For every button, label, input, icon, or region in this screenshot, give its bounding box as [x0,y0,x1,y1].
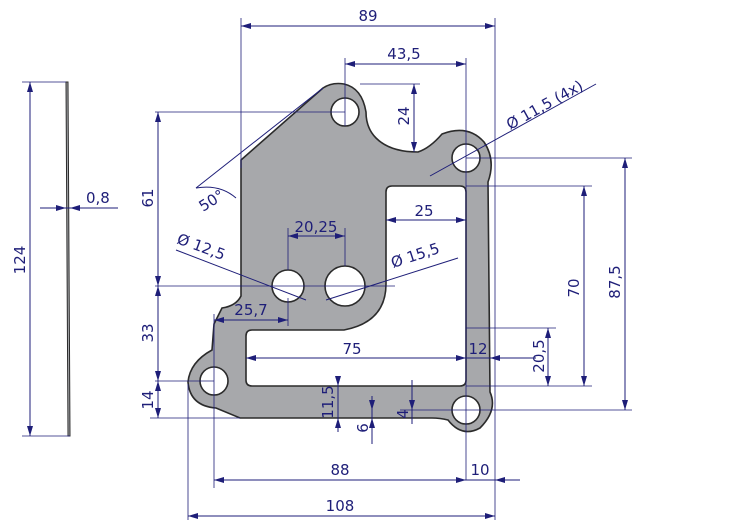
dim-14-label: 14 [139,390,157,409]
arrow [155,286,161,296]
dim-87-5-label: 87,5 [606,265,624,298]
arrow [456,217,466,223]
leader-15-5 [325,257,459,301]
leader-11-5 [429,83,597,177]
dim-43-5-label: 43,5 [387,45,420,63]
arrow [56,205,66,211]
arrow [456,355,466,361]
arrow [241,23,251,29]
arrow [409,400,415,410]
arrow [456,61,466,67]
dim-33-label: 33 [139,323,157,342]
arrow [456,477,466,483]
arrow [335,233,345,239]
dim-6-label: 6 [354,423,372,433]
dim-24-label: 24 [395,106,413,125]
angle-leg [195,87,324,189]
arrow [581,186,587,196]
dim-11-5-label: 11,5 [319,385,337,418]
leader-12-5 [175,249,307,301]
dim-88-label: 88 [330,461,349,479]
dim-61-label: 61 [139,188,157,207]
dim-25-label: 25 [414,202,433,220]
arrow [495,477,505,483]
arrow [288,233,298,239]
arrow [386,217,396,223]
arrow [70,205,80,211]
arrow [27,82,33,92]
dim-108-label: 108 [326,497,355,515]
arrow [188,513,198,519]
arrow [335,418,341,428]
side-view-strip [65,81,71,437]
arrow [369,400,375,410]
arrow [335,376,341,386]
arrow [490,355,500,361]
arrow [27,426,33,436]
dim-0-8-label: 0,8 [86,189,110,207]
arrow [155,381,161,391]
dim-4-label: 4 [394,409,412,419]
arrow [369,418,375,428]
dim-20-25-label: 20,25 [295,218,338,236]
dim-25-7-label: 25,7 [234,301,267,319]
arrow [545,328,551,338]
dim-20-5-label: 20,5 [530,339,548,372]
arrow [214,477,224,483]
arrow [278,317,288,323]
arrow [155,371,161,381]
arrow [545,376,551,386]
dim-124-label: 124 [11,246,29,275]
angle-arc [195,186,237,199]
dim-89-label: 89 [358,7,377,25]
arrow [345,61,355,67]
arrow [581,376,587,386]
arrow [485,513,495,519]
dim-12-label: 12 [468,340,487,358]
arrow [214,317,224,323]
arrow [246,355,256,361]
arrow [411,142,417,152]
arrow [155,112,161,122]
arrow [485,23,495,29]
dim-hole-12-5-label: Ø 12,5 [175,230,228,264]
dim-10-label: 10 [470,461,489,479]
dim-hole-small-label: Ø 11,5 (4x) [503,77,586,134]
arrow [155,408,161,418]
arrow [155,276,161,286]
dim-75-label: 75 [342,340,361,358]
arrow [622,158,628,168]
arrow [622,400,628,410]
dim-70-label: 70 [565,278,583,297]
arrow [411,84,417,94]
